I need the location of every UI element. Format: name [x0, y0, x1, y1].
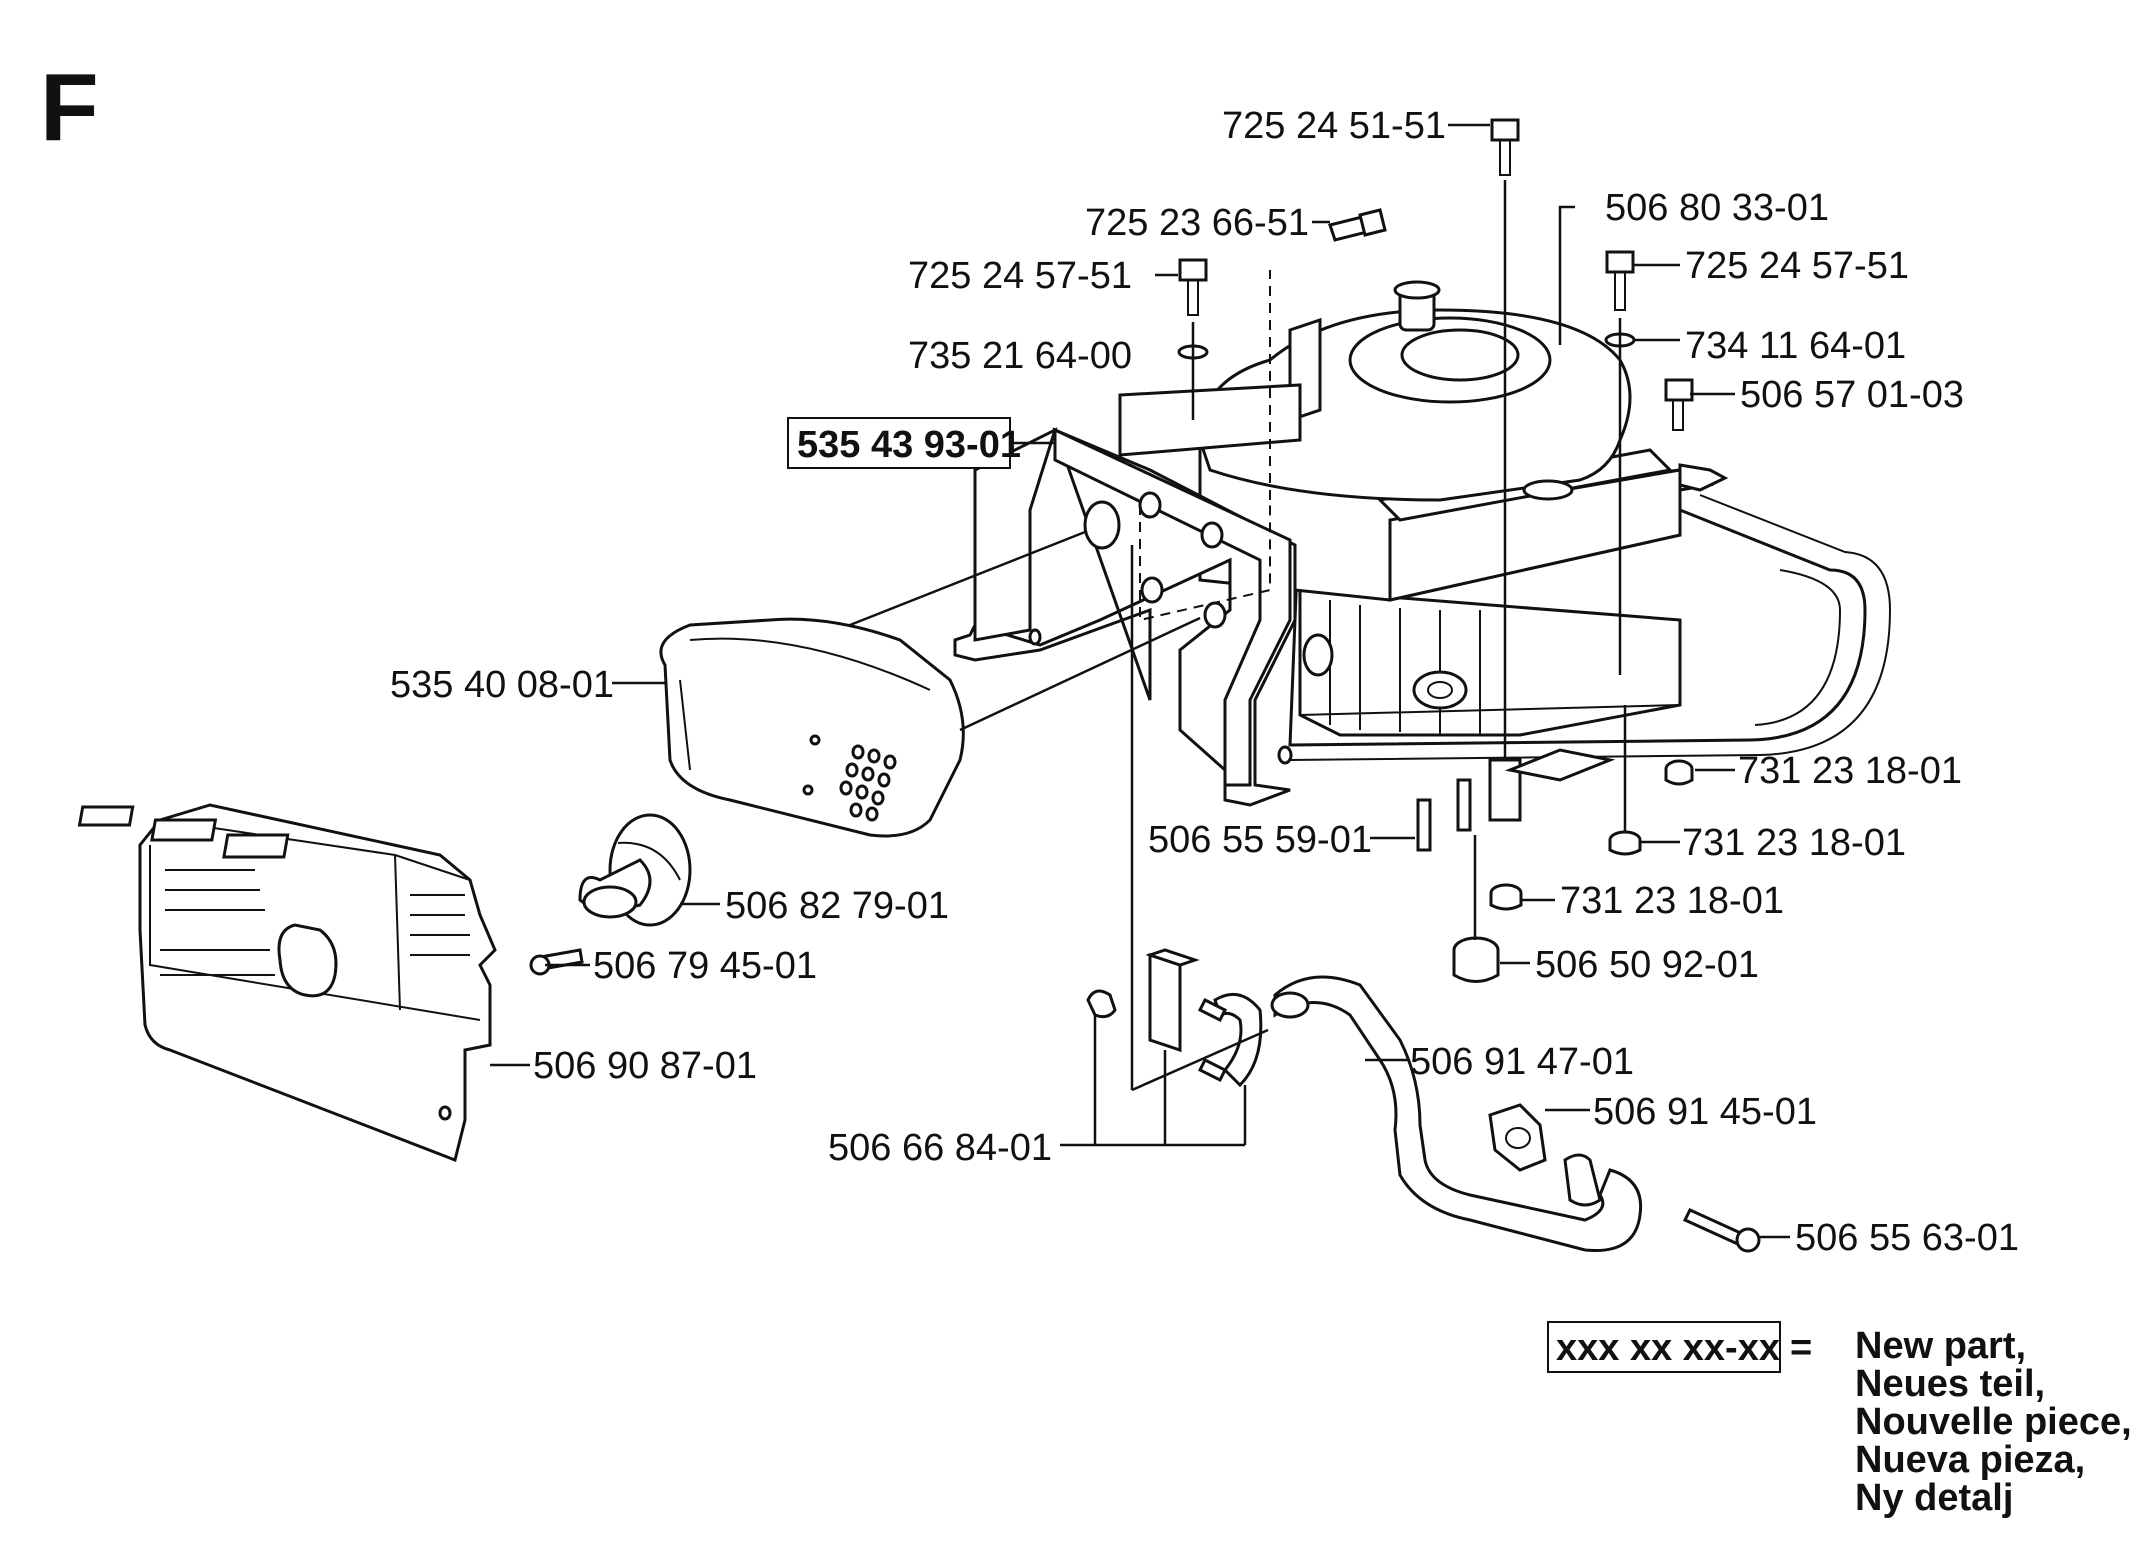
new-part-box	[787, 417, 1011, 469]
part-label-725-24-57-51-left: 725 24 57-51	[908, 255, 1132, 297]
part-label-506-50-92-01: 506 50 92-01	[1535, 944, 1759, 986]
legend-line-en: New part,	[1855, 1325, 2026, 1367]
part-label-735-21-64-00: 735 21 64-00	[908, 335, 1132, 377]
legend-line-de: Neues teil,	[1855, 1363, 2045, 1405]
exhaust-clamp	[1086, 948, 1263, 1088]
muffler-outlet	[578, 813, 692, 927]
leader-lines	[490, 123, 1790, 1239]
legend-line-fr: Nouvelle piece,	[1855, 1401, 2132, 1443]
muffler	[659, 530, 1201, 838]
part-label-731-23-18-01-a: 731 23 18-01	[1738, 750, 1962, 792]
part-label-506-91-45-01: 506 91 45-01	[1593, 1091, 1817, 1133]
legend-equals: =	[1790, 1327, 1812, 1369]
legend-box	[1547, 1321, 1781, 1373]
part-label-535-40-08-01: 535 40 08-01	[390, 664, 614, 706]
legend-placeholder: xxx xx xx-xx	[1556, 1327, 1780, 1369]
part-label-731-23-18-01-b: 731 23 18-01	[1682, 822, 1906, 864]
part-label-535-43-93-01: 535 43 93-01	[797, 424, 1021, 466]
exhaust-gasket	[1488, 1103, 1547, 1172]
part-label-506-66-84-01: 506 66 84-01	[828, 1127, 1052, 1169]
muffler-bracket	[953, 270, 1302, 807]
part-label-506-55-59-01: 506 55 59-01	[1148, 819, 1372, 861]
part-label-506-82-79-01: 506 82 79-01	[725, 885, 949, 927]
muffler-cover	[77, 803, 497, 1163]
exhaust-pipe	[1270, 975, 1643, 1253]
part-label-506-57-01-03: 506 57 01-03	[1740, 374, 1964, 416]
part-label-725-23-66-51: 725 23 66-51	[1085, 202, 1309, 244]
legend-line-es: Nueva pieza,	[1855, 1439, 2085, 1481]
section-letter: F	[40, 54, 99, 161]
part-label-731-23-18-01-c: 731 23 18-01	[1560, 880, 1784, 922]
part-label-725-24-51-51: 725 24 51-51	[1222, 105, 1446, 147]
part-label-506-90-87-01: 506 90 87-01	[533, 1045, 757, 1087]
part-label-506-91-47-01: 506 91 47-01	[1410, 1041, 1634, 1083]
legend: xxx xx xx-xx = New part, Neues teil, Nou…	[1547, 1321, 2132, 1519]
part-label-734-11-64-01: 734 11 64-01	[1685, 325, 1906, 367]
part-labels: 725 24 51-51 725 23 66-51 506 80 33-01 7…	[390, 105, 2019, 1259]
engine	[1198, 280, 1729, 737]
part-label-725-24-57-51-right: 725 24 57-51	[1685, 245, 1909, 287]
legend-line-sv: Ny detalj	[1855, 1477, 2013, 1519]
part-label-506-55-63-01: 506 55 63-01	[1795, 1217, 2019, 1259]
part-label-506-80-33-01: 506 80 33-01	[1605, 187, 1829, 229]
part-label-506-79-45-01: 506 79 45-01	[593, 945, 817, 987]
